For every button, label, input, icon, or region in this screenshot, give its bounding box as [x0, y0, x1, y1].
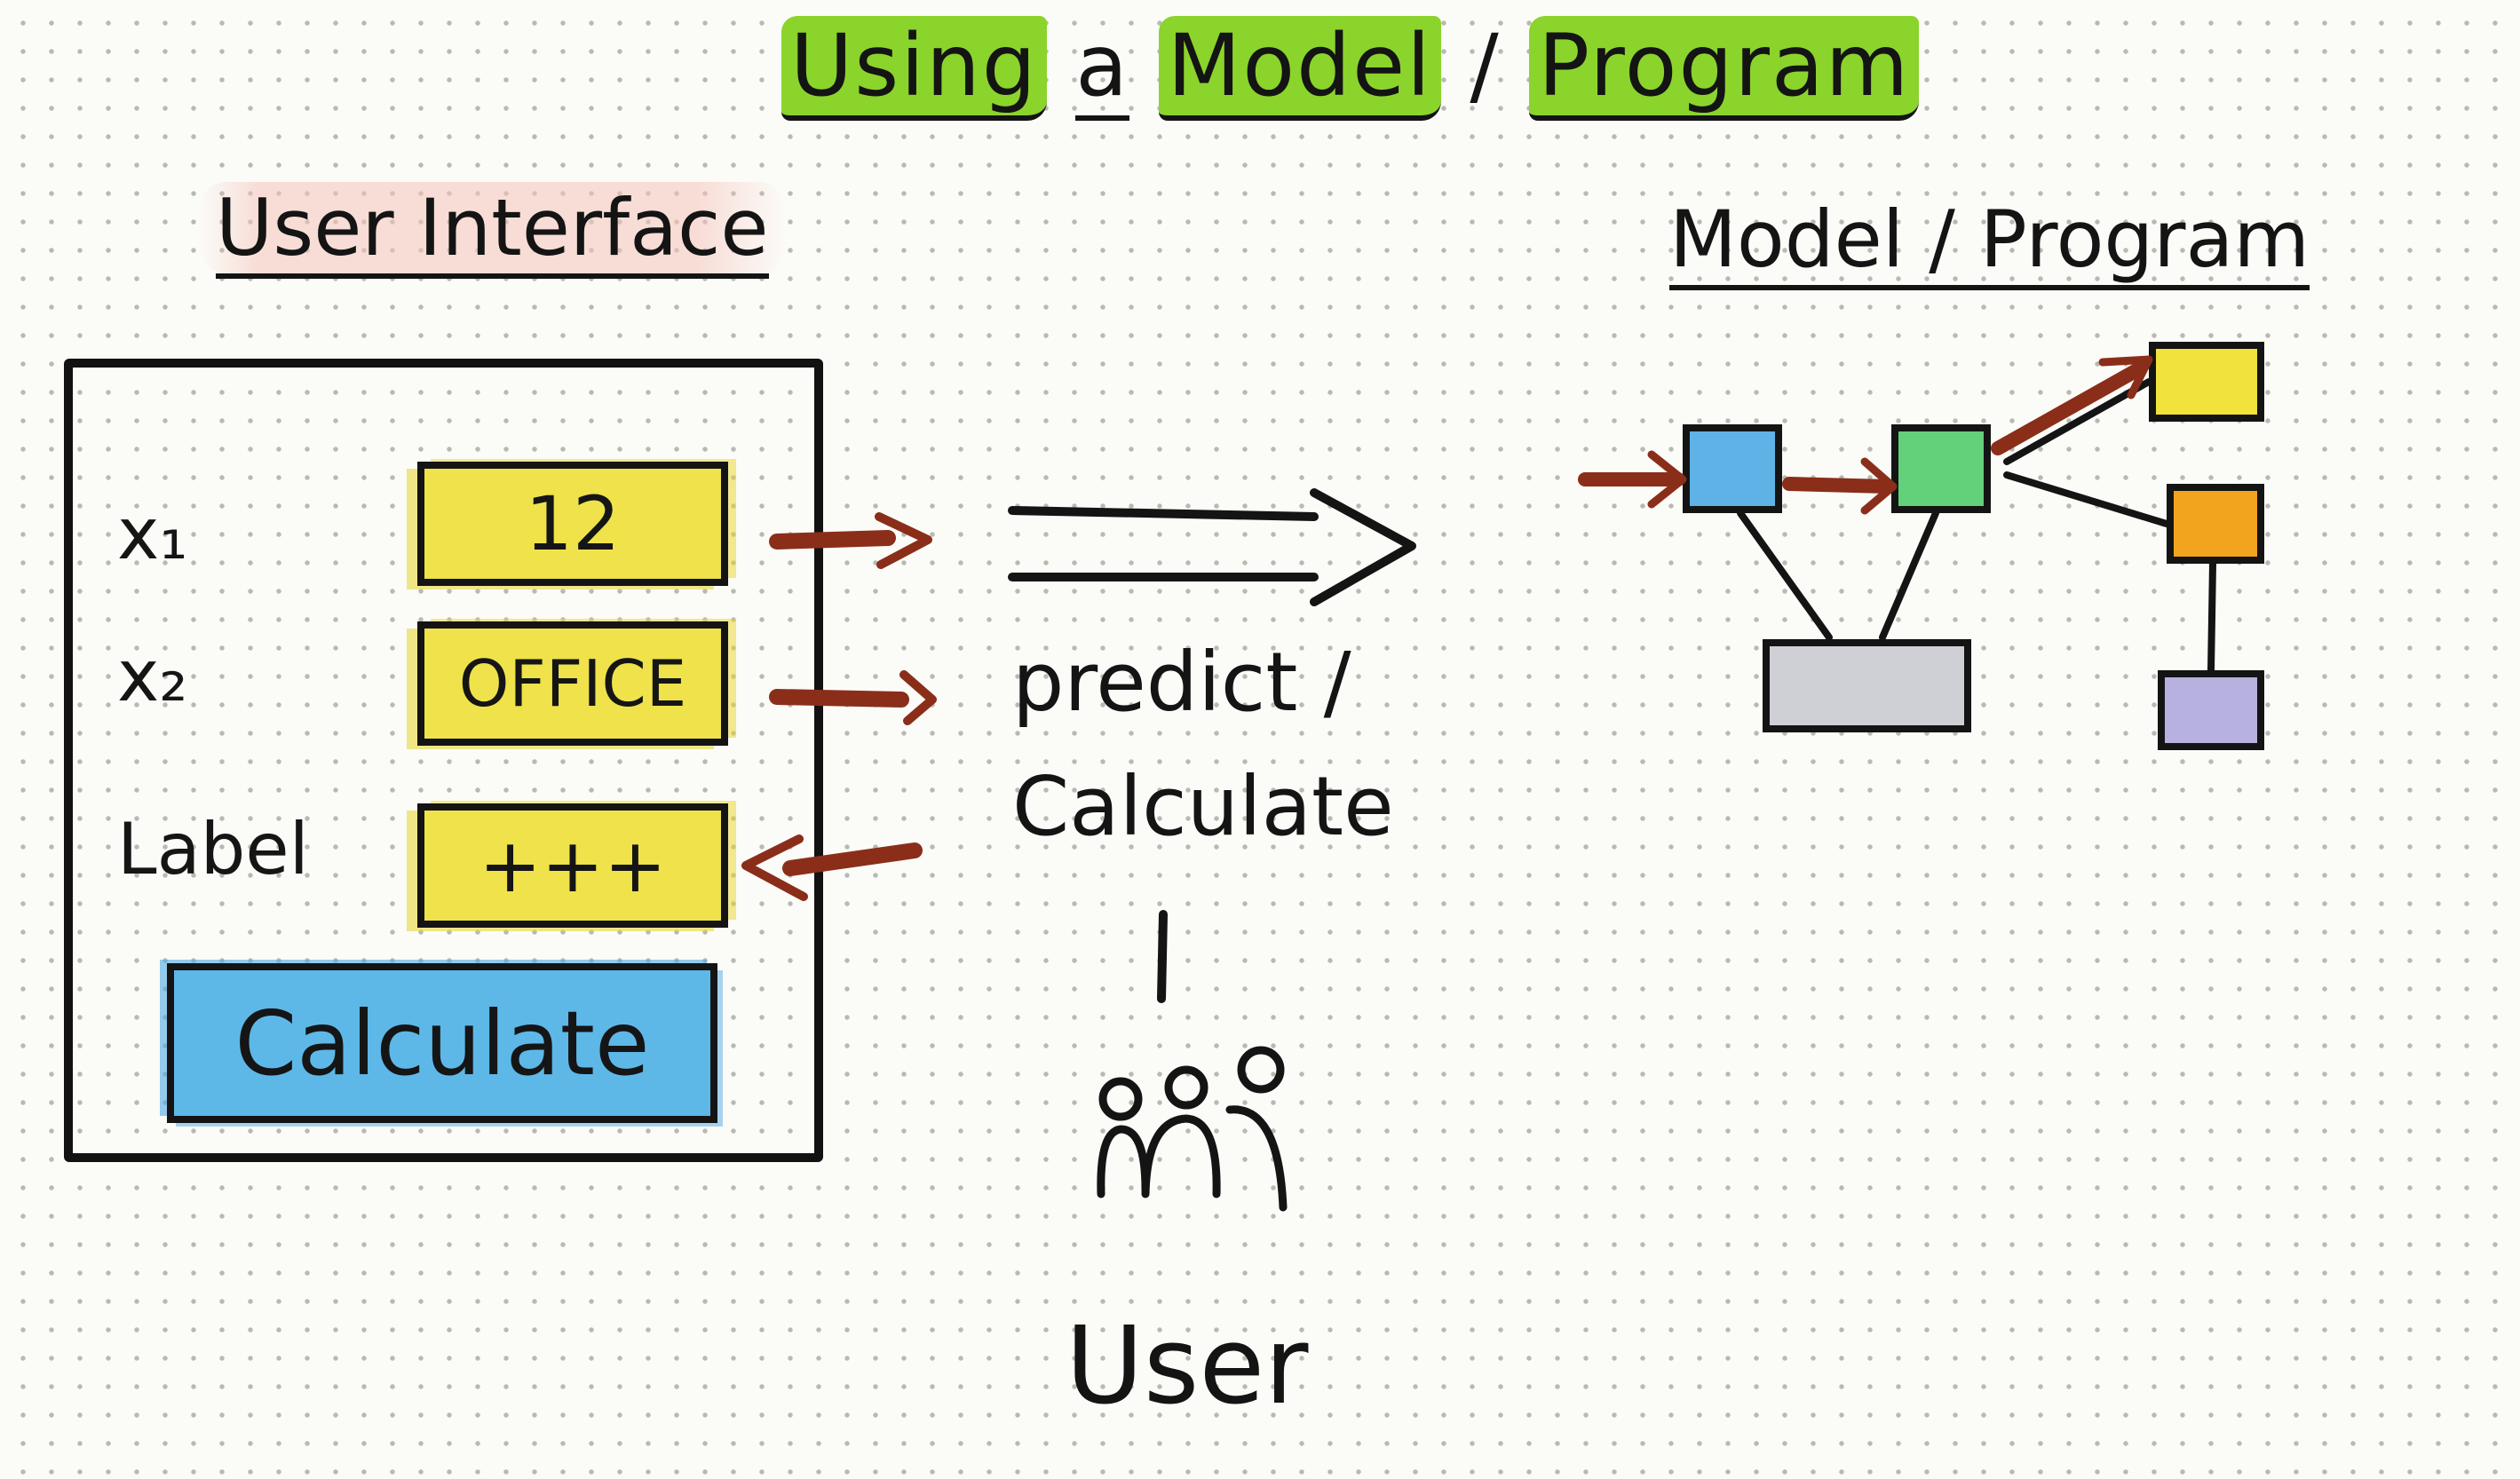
title-word-using: Using — [781, 16, 1047, 121]
label-label: Label — [117, 808, 309, 890]
user-interface-heading-text: User Interface — [216, 182, 769, 279]
label-output-field: +++ — [417, 803, 728, 928]
model-flow-arrows — [1578, 355, 2153, 515]
calculate-button[interactable]: Calculate — [167, 963, 717, 1123]
user-label: User — [1066, 1305, 1309, 1428]
user-interface-heading: User Interface — [200, 182, 785, 279]
model-program-heading: Model / Program — [1669, 194, 2310, 290]
implies-arrow — [1008, 488, 1416, 606]
diagram-title: Using a Model / Program — [781, 16, 1920, 121]
x1-label: x₁ — [117, 493, 188, 575]
title-word-model: Model — [1158, 16, 1441, 121]
predict-label: predict / — [1012, 635, 1351, 730]
model-node-lavender — [2158, 670, 2264, 750]
user-group-icon — [1097, 1046, 1288, 1212]
model-node-orange — [2167, 484, 2264, 564]
ui-window-frame — [64, 359, 823, 1162]
user-connector-line — [1157, 910, 1168, 1003]
title-word-a: a — [1075, 16, 1130, 121]
title-slash: / — [1470, 16, 1501, 115]
x1-input[interactable]: 12 — [417, 462, 728, 586]
model-program-heading-text: Model / Program — [1669, 194, 2310, 290]
model-node-gray — [1763, 639, 1971, 732]
x2-input[interactable]: OFFICE — [417, 621, 728, 746]
model-node-yellow — [2149, 342, 2264, 422]
x2-label: x₂ — [117, 635, 188, 717]
title-word-program: Program — [1529, 16, 1920, 121]
model-node-blue — [1683, 424, 1782, 513]
model-node-green — [1891, 424, 1991, 513]
calculate-label: Calculate — [1012, 759, 1394, 854]
